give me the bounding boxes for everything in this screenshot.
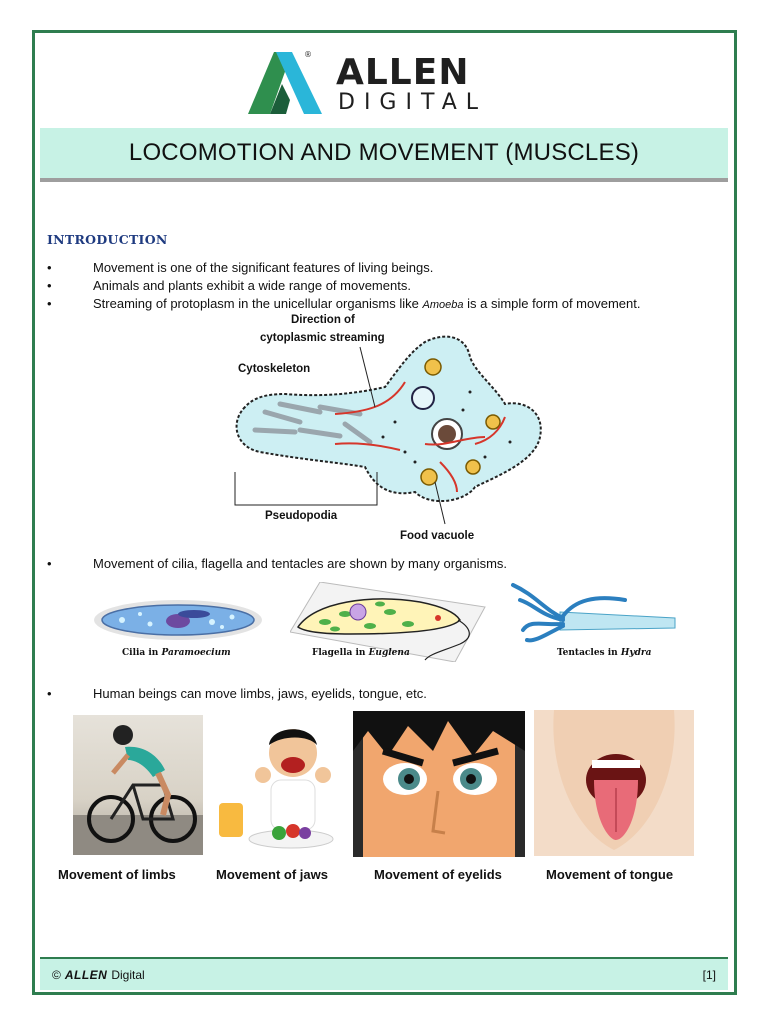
footer-brand-block: © ALLEN Digital (52, 968, 145, 982)
caption-hydra: Tentacles in Hydra (557, 648, 651, 658)
caption-italic: Paramoecium (161, 648, 231, 658)
photo-cyclist (73, 715, 203, 855)
photo-tongue (534, 710, 694, 856)
label-cytoskeleton: Cytoskeleton (238, 363, 311, 375)
label-direction-line1: Direction of (291, 314, 355, 326)
bullet-italic-amoeba: Amoeba (422, 299, 464, 311)
photo-boy-eating (213, 715, 345, 855)
amoeba-diagram: Direction of cytoplasmic streaming Cytos… (225, 312, 550, 547)
section-heading-introduction: INTRODUCTION (47, 232, 168, 247)
paramoecium-illustration: Cilia in Paramoecium (92, 592, 267, 658)
caption-prefix: Tentacles in (557, 648, 621, 658)
bullet-dot: • (47, 260, 52, 275)
logo-word-digital: DIGITAL (338, 90, 488, 115)
label-direction-line2: cytoplasmic streaming (260, 332, 385, 344)
hydra-illustration: Tentacles in Hydra (505, 580, 680, 660)
page-number: [1] (702, 967, 716, 982)
bullet-dot: • (47, 296, 52, 311)
caption-movement-of-eyelids: Movement of eyelids (374, 867, 502, 882)
bullet-dot: • (47, 686, 52, 701)
amoeba-illustration (234, 335, 542, 525)
caption-movement-of-tongue: Movement of tongue (546, 867, 674, 882)
page-title: LOCOMOTION AND MOVEMENT (MUSCLES) (128, 139, 640, 166)
list-item: • Human beings can move limbs, jaws, eye… (47, 686, 737, 701)
list-item: • Animals and plants exhibit a wide rang… (47, 277, 737, 295)
caption-italic: Hydra (620, 648, 652, 658)
title-bar: LOCOMOTION AND MOVEMENT (MUSCLES) (40, 128, 728, 182)
euglena-illustration: Flagella in Euglena (289, 581, 490, 663)
bullet-text-organisms: Movement of cilia, flagella and tentacle… (93, 556, 508, 571)
allen-a-mark-icon (248, 52, 322, 114)
list-item: • Movement is one of the significant fea… (47, 259, 737, 277)
photo-cartoon-eyes (353, 711, 525, 857)
bullet-text: Animals and plants exhibit a wide range … (93, 278, 411, 293)
footer-brand-suffix: Digital (111, 967, 145, 982)
bullet-dot: • (47, 556, 52, 571)
logo-registered-mark: ® (304, 50, 312, 59)
page-footer: © ALLEN Digital [1] (40, 957, 728, 990)
caption-movement-of-limbs: Movement of limbs (58, 867, 176, 882)
caption-italic: Euglena (368, 648, 410, 658)
bullet-text: Streaming of protoplasm in the unicellul… (93, 295, 640, 314)
bullet-text-human: Human beings can move limbs, jaws, eyeli… (93, 686, 427, 701)
bullet-text-after: is a simple form of movement. (463, 296, 641, 311)
caption-euglena: Flagella in Euglena (312, 648, 410, 658)
caption-movement-of-jaws: Movement of jaws (216, 867, 328, 882)
caption-prefix: Cilia in (122, 648, 162, 658)
list-item: • Movement of cilia, flagella and tentac… (47, 556, 737, 571)
label-pseudopodia: Pseudopodia (265, 510, 338, 522)
logo-word-allen: ALLEN (336, 52, 470, 93)
label-food-vacuole: Food vacuole (400, 530, 475, 542)
caption-paramoecium: Cilia in Paramoecium (122, 648, 231, 658)
list-item: • Streaming of protoplasm in the unicell… (47, 295, 737, 314)
page-frame (32, 30, 737, 995)
copyright-symbol: © (52, 967, 61, 982)
bullet-text: Movement is one of the significant featu… (93, 260, 434, 275)
footer-brand-allen: ALLEN (64, 967, 108, 982)
intro-bullet-list: • Movement is one of the significant fea… (47, 259, 737, 314)
caption-prefix: Flagella in (312, 648, 369, 658)
bullet-text-before: Streaming of protoplasm in the unicellul… (93, 296, 423, 311)
allen-digital-logo: ® ALLEN DIGITAL (246, 48, 526, 118)
bullet-dot: • (47, 278, 52, 293)
